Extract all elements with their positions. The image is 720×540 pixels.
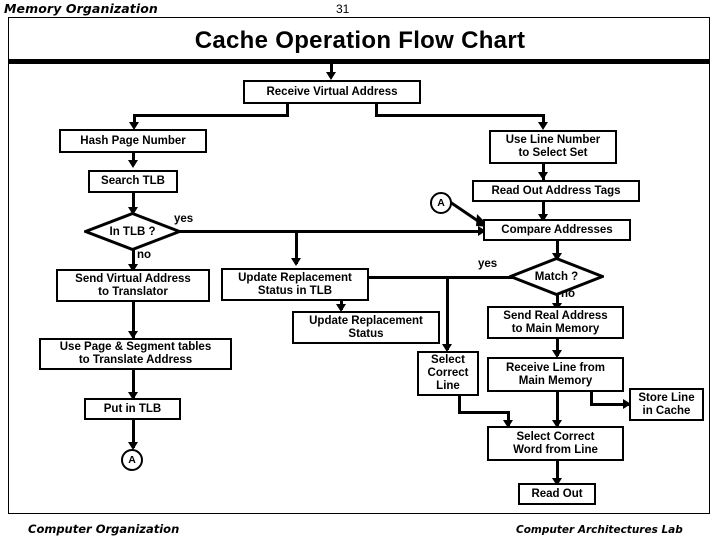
node-store-line-in-cache[interactable]: Store Line in Cache (629, 388, 704, 421)
node-read-out[interactable]: Read Out (518, 483, 596, 505)
edge-usepage-to-putintlb (132, 370, 135, 398)
edge-match-yes-to-selectline-arrowhead (442, 344, 452, 352)
edge-bus-to-useline (542, 114, 545, 126)
node-hash-page-number[interactable]: Hash Page Number (59, 129, 207, 153)
edge-useline-to-readtags-arrowhead (538, 172, 548, 180)
edge-search-to-intlb (132, 192, 135, 212)
edge-receiveline-to-storeline-stub (590, 392, 593, 406)
node-receive-virtual-address[interactable]: Receive Virtual Address (243, 80, 421, 104)
footer-left-text: Computer Organization (28, 522, 180, 536)
edge-receive-bus-left (133, 114, 289, 117)
edge-bus-to-hash-arrowhead (129, 122, 139, 130)
edge-search-to-intlb-arrowhead (128, 207, 138, 215)
edge-receiveline-to-selectword (556, 392, 559, 426)
slide-header-title: Memory Organization (4, 1, 158, 16)
edge-match-yes-horizontal (340, 276, 514, 279)
edge-readtags-to-compare (542, 202, 545, 220)
edge-intlb-yes-horizontal (176, 230, 482, 233)
node-search-tlb[interactable]: Search TLB (88, 170, 178, 193)
edge-receiveline-to-storeline-arrowhead (623, 399, 631, 409)
edge-sendreal-to-receiveline (556, 338, 559, 356)
node-update-replacement-status-in-tlb[interactable]: Update Replacement Status in TLB (221, 268, 369, 301)
edge-intlb-yes-to-updatetlb (295, 230, 298, 264)
node-match-label: Match ? (534, 270, 579, 283)
footer-right-text: Computer Architectures Lab (516, 524, 683, 536)
node-match-decision[interactable]: Match ? (509, 257, 604, 296)
edge-bus-to-hash (133, 114, 136, 126)
edge-sendreal-to-receiveline-arrowhead (552, 350, 562, 358)
node-compare-addresses[interactable]: Compare Addresses (483, 219, 631, 241)
node-use-line-number-to-select-set[interactable]: Use Line Number to Select Set (489, 130, 617, 164)
edge-title-to-receive (330, 64, 333, 76)
edge-title-to-receive-arrowhead (326, 72, 336, 80)
edge-label-match-yes: yes (478, 258, 498, 270)
node-update-replacement-status[interactable]: Update Replacement Status (292, 311, 440, 344)
node-send-real-address-to-main-memory[interactable]: Send Real Address to Main Memory (487, 306, 624, 339)
slide-page-number: 31 (336, 2, 350, 16)
edge-receiveline-to-selectword-arrowhead (552, 420, 562, 428)
edge-bus-to-useline-arrowhead (538, 122, 548, 130)
edge-label-match-no: no (561, 288, 576, 300)
edge-selectline-to-selectword-arrowhead (503, 420, 513, 428)
node-select-correct-line[interactable]: Select Correct Line (417, 351, 479, 396)
edge-usepage-to-putintlb-arrowhead (128, 392, 138, 400)
edge-selectline-down (458, 396, 461, 413)
node-in-tlb-decision[interactable]: In TLB ? (84, 212, 181, 251)
edge-sendvirt-to-usepage-arrowhead (128, 331, 138, 339)
edge-receiveline-to-storeline-horizontal (590, 403, 629, 406)
title-divider-rule (9, 59, 709, 64)
connector-a-bottom[interactable]: A (121, 449, 143, 471)
edge-label-in-tlb-yes: yes (174, 213, 194, 225)
edge-intlb-no-vertical (132, 250, 135, 270)
edge-receive-down-right-stub (375, 104, 378, 116)
edge-label-in-tlb-no: no (137, 249, 152, 261)
edge-sendvirt-to-usepage (132, 302, 135, 338)
edge-readtags-to-compare-arrowhead (538, 214, 548, 222)
edge-compare-to-match-arrowhead (552, 253, 562, 261)
connector-a-top[interactable]: A (430, 192, 452, 214)
edge-hash-to-search-arrowhead (128, 160, 138, 168)
edge-match-yes-to-selectline (446, 276, 449, 350)
edge-match-yes-to-update-arrowhead (336, 304, 346, 312)
edge-intlb-no-arrowhead (128, 264, 138, 272)
edge-putintlb-to-connector-a-arrowhead (128, 442, 138, 450)
node-receive-line-from-main-memory[interactable]: Receive Line from Main Memory (487, 357, 624, 392)
edge-selectline-horizontal (458, 411, 510, 414)
edge-putintlb-to-connector-a (132, 420, 135, 448)
node-put-in-tlb[interactable]: Put in TLB (84, 398, 181, 420)
edge-selectword-to-readout-arrowhead (552, 478, 562, 486)
edge-intlb-yes-arrowhead (478, 226, 486, 236)
edge-compare-to-match (556, 240, 559, 258)
node-in-tlb-label: In TLB ? (109, 225, 156, 238)
edge-intlb-yes-to-updatetlb-arrowhead (291, 258, 301, 266)
node-read-out-address-tags[interactable]: Read Out Address Tags (472, 180, 640, 202)
edge-receive-bus-right (375, 114, 545, 117)
node-select-correct-word-from-line[interactable]: Select Correct Word from Line (487, 426, 624, 461)
edge-match-no-vertical (556, 294, 559, 308)
node-use-page-segment-tables[interactable]: Use Page & Segment tables to Translate A… (39, 338, 232, 370)
edge-selectline-to-selectword (507, 411, 510, 426)
slide-title: Cache Operation Flow Chart (194, 27, 526, 54)
edge-hash-to-search (132, 152, 135, 164)
node-send-virtual-address-to-translator[interactable]: Send Virtual Address to Translator (56, 269, 210, 302)
edge-selectword-to-readout (556, 461, 559, 483)
edge-receive-down-left-stub (286, 104, 289, 116)
